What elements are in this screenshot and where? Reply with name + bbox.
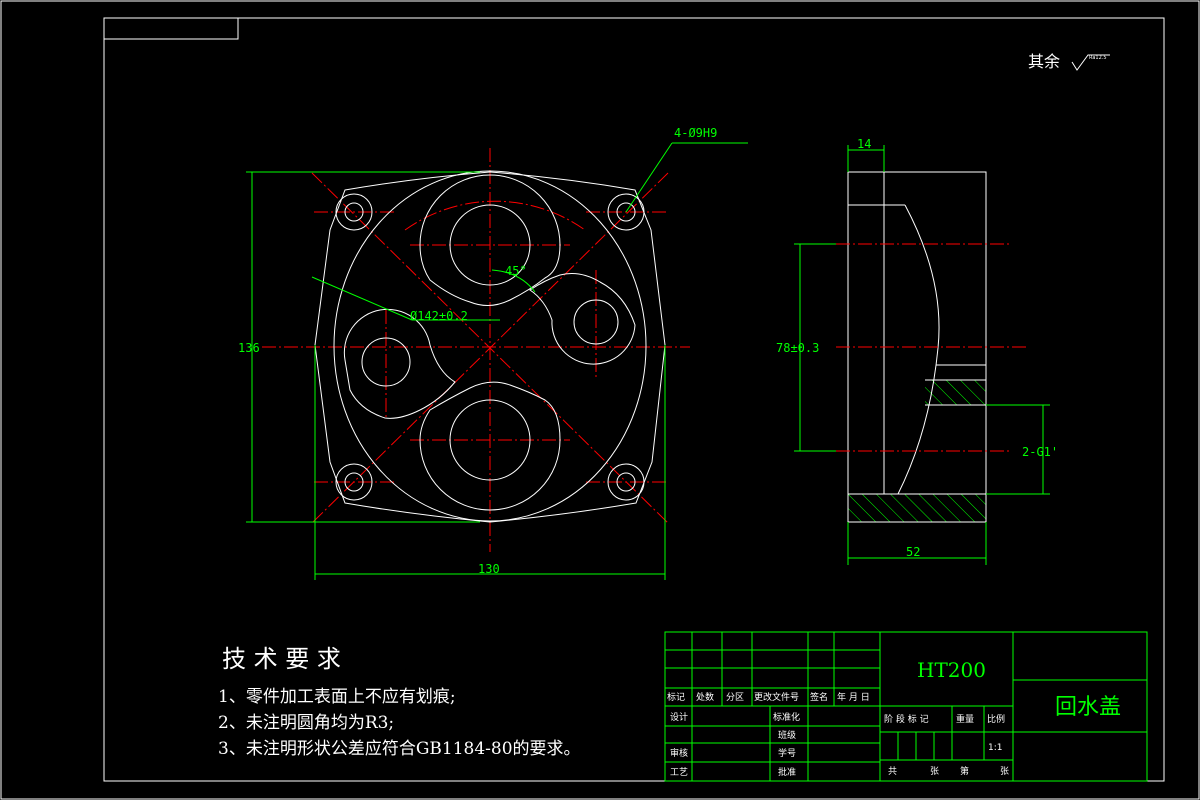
rev-header-sign: 签名: [810, 691, 828, 703]
part-name: 回水盖: [1055, 695, 1121, 720]
front-dimensions: [246, 142, 748, 580]
front-centerlines: [262, 148, 690, 552]
dim-side-mid: 78±0.3: [776, 341, 819, 355]
weight-label: 重量: [956, 713, 974, 725]
row-class: 班级: [778, 729, 796, 741]
roughness-value: Ra12.5: [1089, 55, 1107, 61]
front-outline: [314, 170, 666, 523]
scale-label: 比例: [987, 713, 1005, 725]
rev-header-count: 处数: [696, 691, 714, 703]
side-dimensions: [794, 145, 1050, 565]
row-review: 审核: [670, 747, 688, 759]
sheets-total: 共: [888, 766, 897, 777]
dim-pcd: Ø142±0.2: [410, 309, 468, 323]
row-process: 工艺: [670, 767, 688, 778]
row-approve: 批准: [778, 766, 796, 778]
tech-title: 技 术 要 求: [222, 645, 341, 673]
rev-header-date: 年 月 日: [837, 691, 870, 703]
dim-hole-callout: 4-Ø9H9: [674, 126, 717, 140]
hatch-bottom: [848, 494, 986, 522]
sheet-no: 第: [960, 765, 969, 777]
stage-label: 阶 段 标 记: [884, 713, 929, 725]
roughness-note: 其余 Ra12.5: [1028, 52, 1110, 71]
tech-item-1: 1、零件加工表面上不应有划痕;: [218, 687, 456, 707]
tech-item-2: 2、未注明圆角均为R3;: [218, 713, 394, 733]
sheet-unit2: 张: [1000, 766, 1009, 777]
rev-header-docno: 更改文件号: [754, 691, 799, 703]
row-student-no: 学号: [778, 747, 796, 759]
row-standard: 标准化: [773, 711, 800, 723]
side-centerlines: [836, 243, 1028, 452]
hatch-port: [925, 380, 986, 405]
roughness-symbol-icon: [1071, 54, 1110, 71]
dim-angle: 45°: [505, 264, 527, 278]
roughness-prefix: 其余: [1028, 52, 1060, 71]
dim-width: 130: [478, 562, 500, 576]
title-block: HT200 回水盖 标记 处数 分区 更改文件号 签名 年 月 日 设计 标准化…: [664, 631, 1148, 782]
dim-side-bottom: 52: [906, 545, 920, 559]
material-label: HT200: [917, 658, 986, 682]
front-view: 136 130 4-Ø9H9 Ø142±0.2 45°: [238, 126, 748, 580]
drawing-frame: [103, 17, 1165, 782]
row-design: 设计: [670, 711, 688, 723]
sheets-unit: 张: [930, 766, 939, 777]
dim-side-top: 14: [857, 137, 871, 151]
dim-height: 136: [238, 341, 260, 355]
corner-code-box: [103, 17, 239, 40]
scale-value: 1:1: [988, 743, 1002, 753]
side-view: 14 78±0.3 2-G1' 52: [776, 137, 1058, 565]
rev-header-mark: 标记: [667, 691, 685, 703]
dim-side-thread: 2-G1': [1022, 445, 1058, 459]
tech-requirements: 技 术 要 求 1、零件加工表面上不应有划痕; 2、未注明圆角均为R3; 3、未…: [218, 645, 581, 759]
rev-header-zone: 分区: [726, 692, 744, 703]
tech-item-3: 3、未注明形状公差应符合GB1184-80的要求。: [218, 739, 581, 759]
